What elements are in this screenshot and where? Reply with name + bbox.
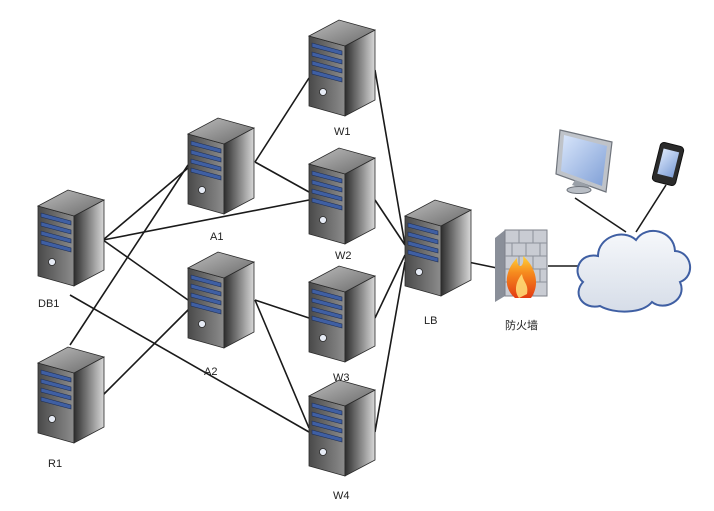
node-label-w3: W3 — [333, 372, 350, 384]
server-icon-w4 — [307, 379, 377, 477]
server-icon-w3 — [307, 265, 377, 363]
node-label-w2: W2 — [335, 250, 352, 262]
server-icon-db1 — [36, 189, 106, 287]
edge-db1-w4 — [69, 294, 310, 433]
connection-lines — [69, 69, 667, 433]
server-icon-a1 — [186, 117, 256, 215]
server-icon-r1 — [36, 346, 106, 444]
edge-a1-w1 — [254, 77, 310, 163]
edge-lb-firewall — [467, 261, 498, 269]
edge-cloud-monitor — [574, 197, 627, 233]
edge-db1-a1 — [102, 167, 189, 241]
edge-r1-a1 — [69, 164, 189, 346]
server-icon-w1 — [307, 19, 377, 117]
node-label-a2: A2 — [204, 366, 218, 378]
server-icon-a2 — [186, 251, 256, 349]
node-label-w1: W1 — [334, 126, 351, 138]
node-label-db1: DB1 — [38, 298, 60, 310]
server-icon-w2 — [307, 147, 377, 245]
edge-db1-a2 — [102, 239, 189, 301]
edge-a2-w4 — [254, 299, 310, 429]
edge-db1-w2 — [102, 199, 310, 241]
monitor-icon — [555, 129, 613, 194]
edge-w4-lb — [374, 261, 406, 433]
node-label-lb: LB — [424, 315, 438, 327]
edge-a2-w3 — [254, 299, 310, 319]
edge-r1-a2 — [102, 307, 191, 396]
node-label-firewall: 防火墙 — [505, 319, 538, 332]
edge-a1-w2 — [254, 161, 310, 193]
edge-w2-lb — [374, 199, 406, 246]
cloud-icon — [576, 230, 691, 313]
edge-w1-lb — [374, 69, 406, 246]
node-label-a1: A1 — [210, 231, 224, 243]
server-icon-lb — [403, 199, 473, 297]
node-label-w4: W4 — [333, 490, 350, 502]
node-label-r1: R1 — [48, 458, 63, 470]
firewall-icon — [495, 229, 548, 302]
edge-w3-lb — [374, 254, 406, 319]
edge-cloud-phone — [635, 184, 667, 233]
phone-icon — [651, 142, 685, 186]
